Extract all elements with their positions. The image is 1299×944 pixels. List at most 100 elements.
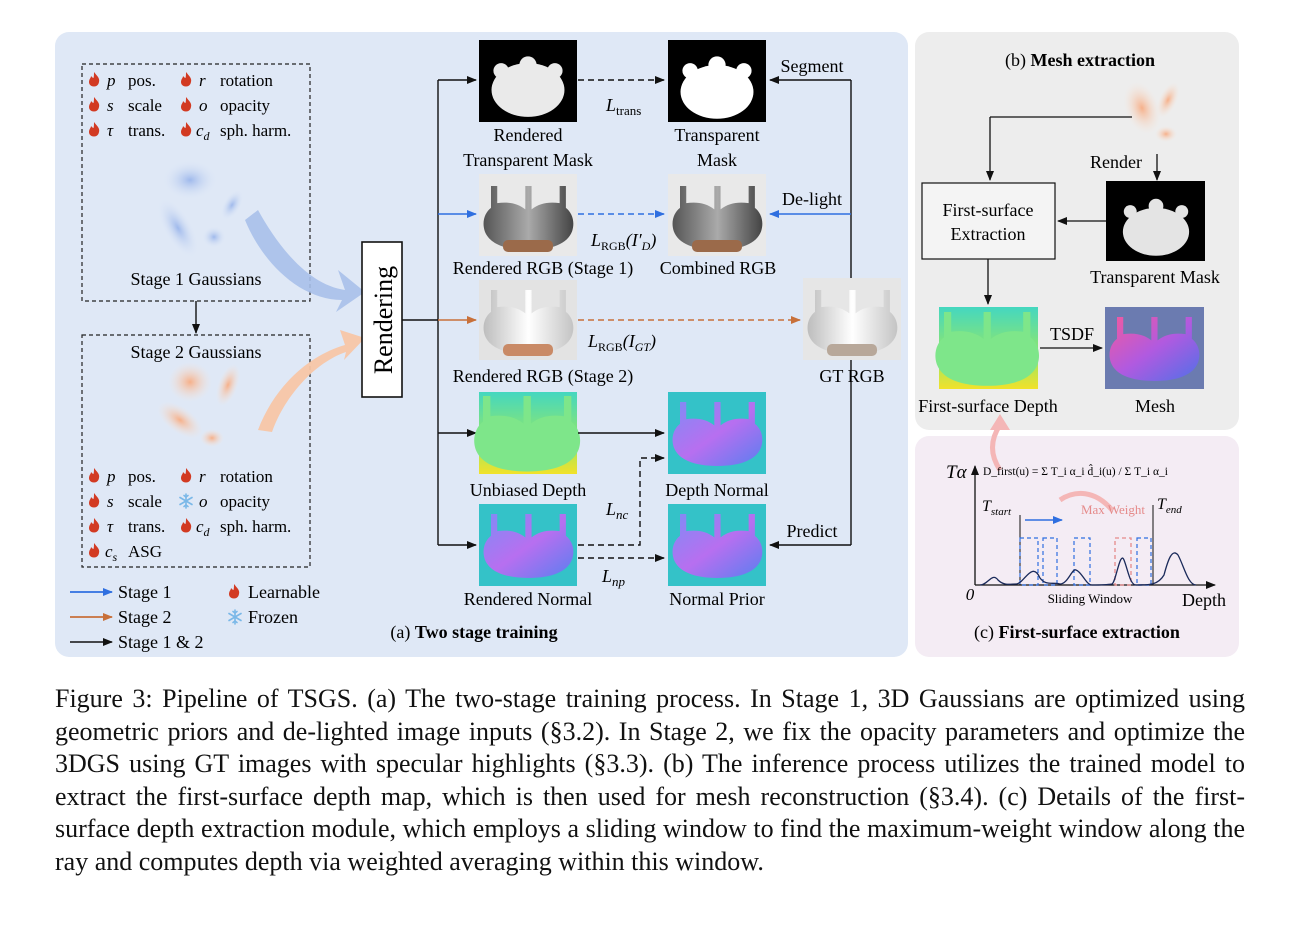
first-surface-extraction-box — [921, 182, 1056, 260]
segment-label: Segment — [781, 56, 844, 76]
rendered-mask-flask — [491, 56, 565, 117]
panel-b-caption: (b) Mesh extraction — [1005, 50, 1155, 71]
legend-frozen: Frozen — [248, 607, 298, 627]
stage2-flow-arrow — [258, 330, 365, 432]
sliding-window-label: Sliding Window — [1048, 591, 1133, 606]
panel-c-background — [915, 436, 1239, 657]
fs-extraction-line1: First-surface — [943, 200, 1034, 220]
stage1-params: p pos. r rotation s scale o opacity τ tr… — [89, 71, 291, 143]
flask-base — [503, 240, 553, 252]
c-y-axis-label: Tα — [946, 462, 968, 483]
mesh-flask-icon — [1109, 317, 1200, 381]
stage1-param-label: trans. — [128, 121, 165, 140]
combined-rgb-label: Combined RGB — [660, 258, 777, 278]
stage2-param-sym: p — [106, 467, 116, 486]
weight-curve — [979, 552, 1197, 586]
b-transparent-mask-label: Transparent Mask — [1090, 267, 1220, 287]
flask-base — [503, 344, 553, 356]
c-x-axis-label: Depth — [1182, 590, 1226, 610]
nc-loss-arrow — [578, 454, 665, 546]
legend-stage2: Stage 2 — [118, 607, 172, 627]
legend: Stage 1 Stage 2 Stage 1 & 2 Learnable Fr… — [70, 582, 320, 652]
flask-base — [827, 344, 877, 356]
stage1-param-label: opacity — [220, 96, 271, 115]
stage2-gaussian-blobs — [157, 362, 241, 447]
transparent-mask-label-2: Mask — [697, 150, 737, 170]
stage2-param-label: rotation — [220, 467, 273, 486]
depth-flask-silhouette — [935, 312, 1040, 386]
max-window — [1114, 537, 1132, 586]
max-weight-arrow — [1058, 490, 1114, 512]
rendered-rgb-stage2-label: Rendered RGB (Stage 2) — [453, 366, 633, 387]
rendered-transparent-mask-label-1: Rendered — [494, 125, 563, 145]
loss-nc: Lnc — [605, 499, 629, 522]
sliding-windows — [1019, 537, 1152, 586]
stage2-param-sym: s — [107, 492, 114, 511]
normal-prior-label: Normal Prior — [669, 589, 764, 609]
stage2-param-label: ASG — [128, 542, 162, 561]
loss-rgb1: LRGB(I′D) — [590, 230, 656, 253]
stage2-param-sym: τ — [107, 517, 114, 536]
loss-np: Lnp — [601, 566, 626, 589]
t-start-label: Tstart — [982, 498, 1012, 518]
unbiased-depth-label: Unbiased Depth — [470, 480, 586, 500]
stage1-param-sym: τ — [107, 121, 114, 140]
normal-flask-icon — [672, 402, 763, 466]
stage1-param-label: rotation — [220, 71, 273, 90]
stage2-param-sym: o — [199, 492, 208, 511]
flask-base — [692, 240, 742, 252]
stage2-param-sym: cd — [196, 517, 211, 539]
legend-learnable: Learnable — [248, 582, 320, 602]
legend-stage1: Stage 1 — [118, 582, 172, 602]
transparent-mask-flask — [680, 56, 754, 119]
stage1-param-sym: s — [107, 96, 114, 115]
panel-a-caption: (a) Two stage training — [390, 622, 557, 643]
panel-b-gaussians — [1123, 81, 1180, 142]
gt-rgb-label: GT RGB — [819, 366, 884, 386]
c-to-b-arrowhead — [990, 414, 1010, 430]
stage2-param-label: pos. — [128, 467, 156, 486]
depth-normal-label: Depth Normal — [665, 480, 768, 500]
normal-flask-icon — [483, 514, 574, 578]
stage1-param-sym: p — [106, 71, 116, 90]
rendered-rgb-stage1-label: Rendered RGB (Stage 1) — [453, 258, 633, 279]
t-end-label: Tend — [1157, 496, 1182, 516]
stage1-flow-arrow — [245, 210, 365, 312]
stage2-param-label: scale — [128, 492, 162, 511]
stage1-param-label: pos. — [128, 71, 156, 90]
stage2-param-label: opacity — [220, 492, 271, 511]
max-weight-label: Max Weight — [1081, 502, 1145, 517]
stage1-param-sym: cd — [196, 121, 211, 143]
stage2-title: Stage 2 Gaussians — [131, 342, 262, 362]
c-origin: 0 — [966, 585, 975, 604]
stage1-param-sym: o — [199, 96, 208, 115]
figure-canvas: p pos. r rotation s scale o opacity τ tr… — [55, 32, 1239, 657]
predict-label: Predict — [787, 521, 838, 541]
stage1-param-label: scale — [128, 96, 162, 115]
rendering-label: Rendering — [369, 266, 398, 374]
panel-c-caption: (c) First-surface extraction — [974, 622, 1180, 643]
stage2-gaussians-box — [81, 334, 311, 568]
stage1-title: Stage 1 Gaussians — [131, 269, 262, 289]
stage2-param-label: sph. harm. — [220, 517, 291, 536]
transparent-mask-label-1: Transparent — [674, 125, 759, 145]
rendered-transparent-mask-label-2: Transparent Mask — [463, 150, 593, 170]
rendered-normal-label: Rendered Normal — [464, 589, 592, 609]
mesh-label: Mesh — [1135, 396, 1175, 416]
delight-label: De-light — [782, 189, 842, 209]
figure-caption: Figure 3: Pipeline of TSGS. (a) The two-… — [55, 684, 1245, 876]
render-label: Render — [1090, 152, 1142, 172]
normal-flask-icon — [672, 514, 763, 578]
stage2-param-sym: r — [199, 467, 206, 486]
tsdf-label: TSDF — [1050, 324, 1094, 344]
stage1-param-sym: r — [199, 71, 206, 90]
legend-stage12: Stage 1 & 2 — [118, 632, 204, 652]
depth-flask-silhouette — [474, 396, 581, 472]
stage2-param-sym: cs — [105, 542, 118, 564]
stage1-param-label: sph. harm. — [220, 121, 291, 140]
stage1-gaussian-blobs — [157, 160, 244, 259]
stage2-param-label: trans. — [128, 517, 165, 536]
fs-extraction-line2: Extraction — [951, 224, 1026, 244]
stage2-params: p pos. r rotation s scale o opacity τ tr… — [89, 467, 291, 564]
first-surface-depth-label: First-surface Depth — [918, 396, 1057, 416]
